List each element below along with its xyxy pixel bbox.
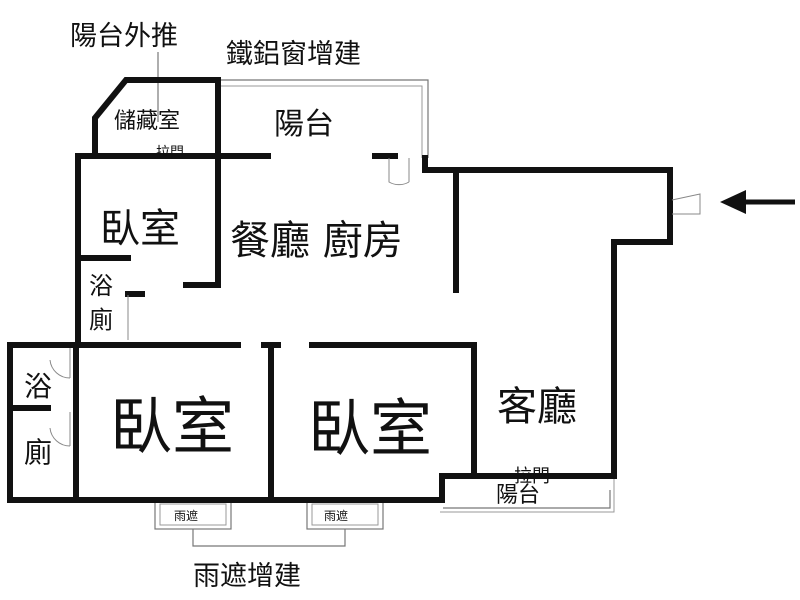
dining-kitchen-label: 餐廳 廚房 [230,218,403,264]
bedroom-middle-label: 臥室 [308,392,432,465]
bedroom-top-label: 臥室 [100,206,180,252]
awning-left-label: 雨遮 [174,508,198,523]
bedroom-left-label: 臥室 [110,390,234,463]
storage-room-label: 儲藏室 [114,109,180,134]
bath-upper-label-2: 廁 [89,306,113,334]
bath-upper-label-1: 浴 [89,272,113,300]
balcony-top-label: 陽台 [274,107,334,142]
aluminum-window-label: 鐵鋁窗增建 [226,39,361,70]
bath-lower-label-1: 浴 [24,370,52,403]
storage-door-label: 拉門 [156,145,184,161]
living-room-label: 客廳 [497,384,577,430]
awning-addition-label: 雨遮增建 [193,561,301,592]
bath-lower-label-2: 廁 [24,436,52,469]
arrow-left-icon [720,190,795,214]
balcony-extension-label: 陽台外推 [70,21,178,52]
awning-right-label: 雨遮 [324,508,348,523]
sliding-door-label: 拉門 [514,466,550,487]
walls [7,77,673,503]
door-details [49,158,701,447]
balcony-bottom-label: 陽台 [496,483,540,508]
